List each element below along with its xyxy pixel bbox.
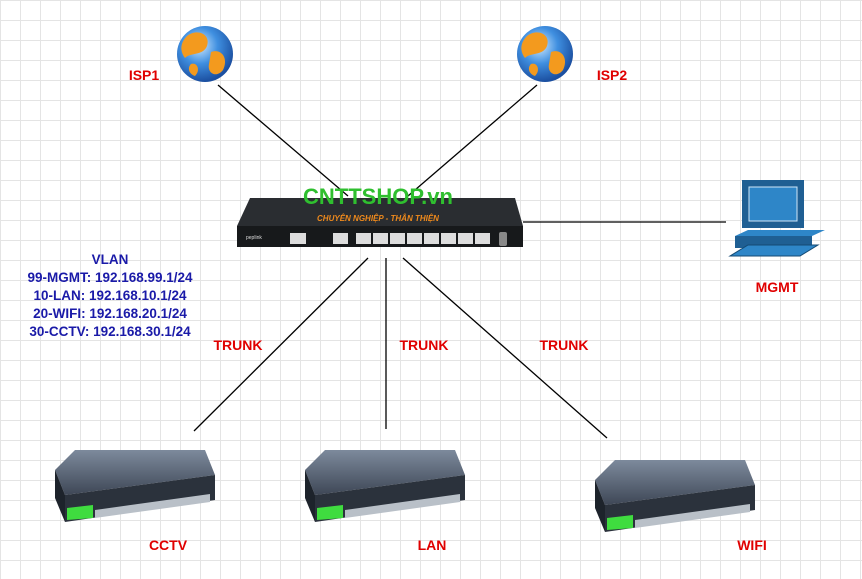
vlan-entry: 99-MGMT: 192.168.99.1/24 [27,270,193,285]
isp2-label: ISP2 [597,67,628,83]
link-isp2-router [407,84,538,197]
globe-icon [177,26,233,82]
switch-icon [305,450,465,522]
switch-icon [55,450,215,522]
cctv-label: CCTV [149,537,188,553]
link-router-wifi [402,257,608,439]
lan-label: LAN [418,537,447,553]
vlan-info: VLAN 99-MGMT: 192.168.99.1/24 10-LAN: 19… [27,252,193,339]
watermark: CNTTSHOP.vn [303,184,453,209]
watermark-tagline: CHUYÊN NGHIỆP - THÂN THIỆN [317,214,439,223]
link-router-cctv [193,257,369,432]
vlan-entry: 30-CCTV: 192.168.30.1/24 [29,324,191,339]
link-isp1-router [217,84,349,197]
switch-icon [595,460,755,532]
vlan-entry: 20-WIFI: 192.168.20.1/24 [33,306,187,321]
isp1-label: ISP1 [129,67,160,83]
vlan-entry: 10-LAN: 192.168.10.1/24 [33,288,187,303]
trunk-label-lan: TRUNK [400,337,449,353]
mgmt-label: MGMT [756,279,799,295]
globe-icon [517,26,573,82]
router-brand: peplink [246,235,262,241]
trunk-label-wifi: TRUNK [540,337,589,353]
vlan-title: VLAN [92,252,129,267]
computer-icon [728,180,825,257]
router-icon: peplink CNTTSHOP.vn CHUYÊN NGHIỆP - THÂN… [237,184,523,247]
trunk-label-cctv: TRUNK [214,337,263,353]
wifi-label: WIFI [737,537,767,553]
